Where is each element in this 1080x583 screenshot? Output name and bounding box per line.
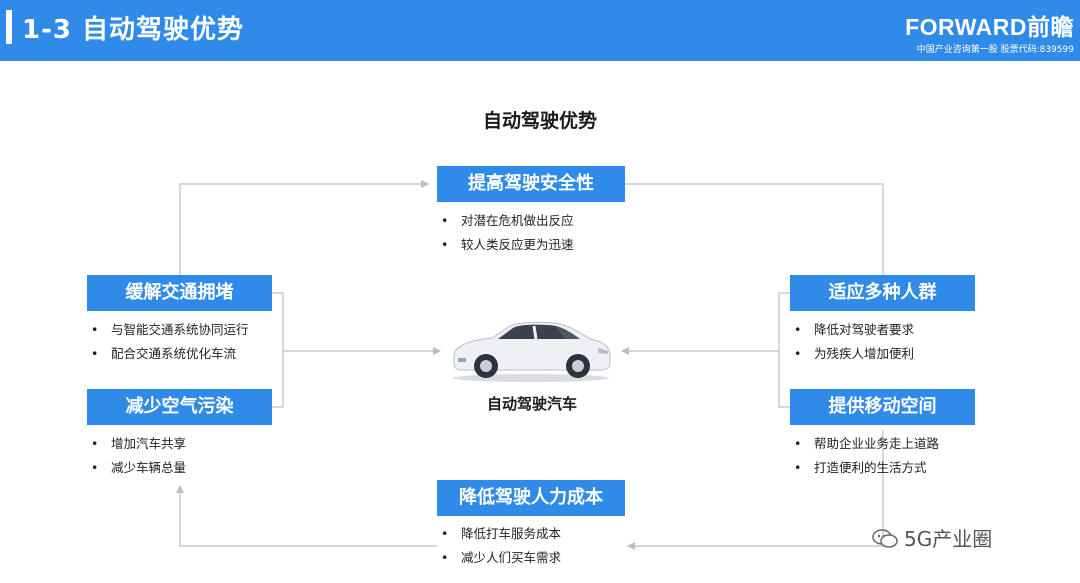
node-bottom-box: 降低驾驶人力成本 — [437, 480, 625, 516]
connector-right-center — [622, 292, 790, 408]
car-icon — [453, 321, 611, 382]
node-top-bullets: 对潜在危机做出反应 较人类反应更为迅速 — [441, 209, 574, 257]
node-right-top-box: 适应多种人群 — [790, 275, 975, 311]
brand-logo: FORWARD前瞻 中国产业咨询第一股 股票代码:839599 — [905, 8, 1074, 55]
header-bar: 1-3 自动驾驶优势 FORWARD前瞻 中国产业咨询第一股 股票代码:8395… — [0, 0, 1080, 61]
node-left-bottom-bullets: 增加汽车共享 减少车辆总量 — [91, 432, 186, 480]
node-left-top-bullets: 与智能交通系统协同运行 配合交通系统优化车流 — [91, 318, 249, 366]
list-item: 较人类反应更为迅速 — [441, 233, 574, 257]
diagram-title: 自动驾驶优势 — [482, 110, 597, 132]
list-item: 与智能交通系统协同运行 — [91, 318, 249, 342]
page-title: 1-3 自动驾驶优势 — [22, 15, 245, 45]
brand-logo-text: FORWARD前瞻 — [905, 14, 1074, 40]
connector-top-right — [625, 183, 884, 275]
list-item: 减少人们买车需求 — [441, 546, 561, 570]
node-right-bottom-bullets: 帮助企业业务走上道路 打造便利的生活方式 — [794, 432, 939, 480]
connector-bottom-left — [176, 485, 437, 547]
list-item: 帮助企业业务走上道路 — [794, 432, 939, 456]
connector-left-center — [272, 292, 440, 408]
list-item: 降低打车服务成本 — [441, 522, 561, 546]
center-label: 自动驾驶汽车 — [487, 395, 578, 413]
list-item: 减少车辆总量 — [91, 456, 186, 480]
list-item: 对潜在危机做出反应 — [441, 209, 574, 233]
node-left-bottom-box: 减少空气污染 — [87, 389, 272, 425]
node-bottom-bullets: 降低打车服务成本 减少人们买车需求 — [441, 522, 561, 570]
watermark-text: 5G产业圈 — [904, 527, 993, 551]
node-top-box: 提高驾驶安全性 — [437, 166, 625, 202]
node-right-top-bullets: 降低对驾驶者要求 为残疾人增加便利 — [794, 318, 914, 366]
brand-subtitle: 中国产业咨询第一股 股票代码:839599 — [916, 45, 1074, 55]
connector-left-top — [179, 180, 429, 275]
list-item: 降低对驾驶者要求 — [794, 318, 914, 342]
title-accent-bar — [6, 10, 12, 44]
node-right-bottom-box: 提供移动空间 — [790, 389, 975, 425]
wechat-icon — [872, 529, 898, 548]
node-left-top-box: 缓解交通拥堵 — [87, 275, 272, 311]
list-item: 配合交通系统优化车流 — [91, 342, 249, 366]
watermark: 5G产业圈 — [872, 523, 992, 552]
list-item: 打造便利的生活方式 — [794, 456, 939, 480]
list-item: 为残疾人增加便利 — [794, 342, 914, 366]
list-item: 增加汽车共享 — [91, 432, 186, 456]
